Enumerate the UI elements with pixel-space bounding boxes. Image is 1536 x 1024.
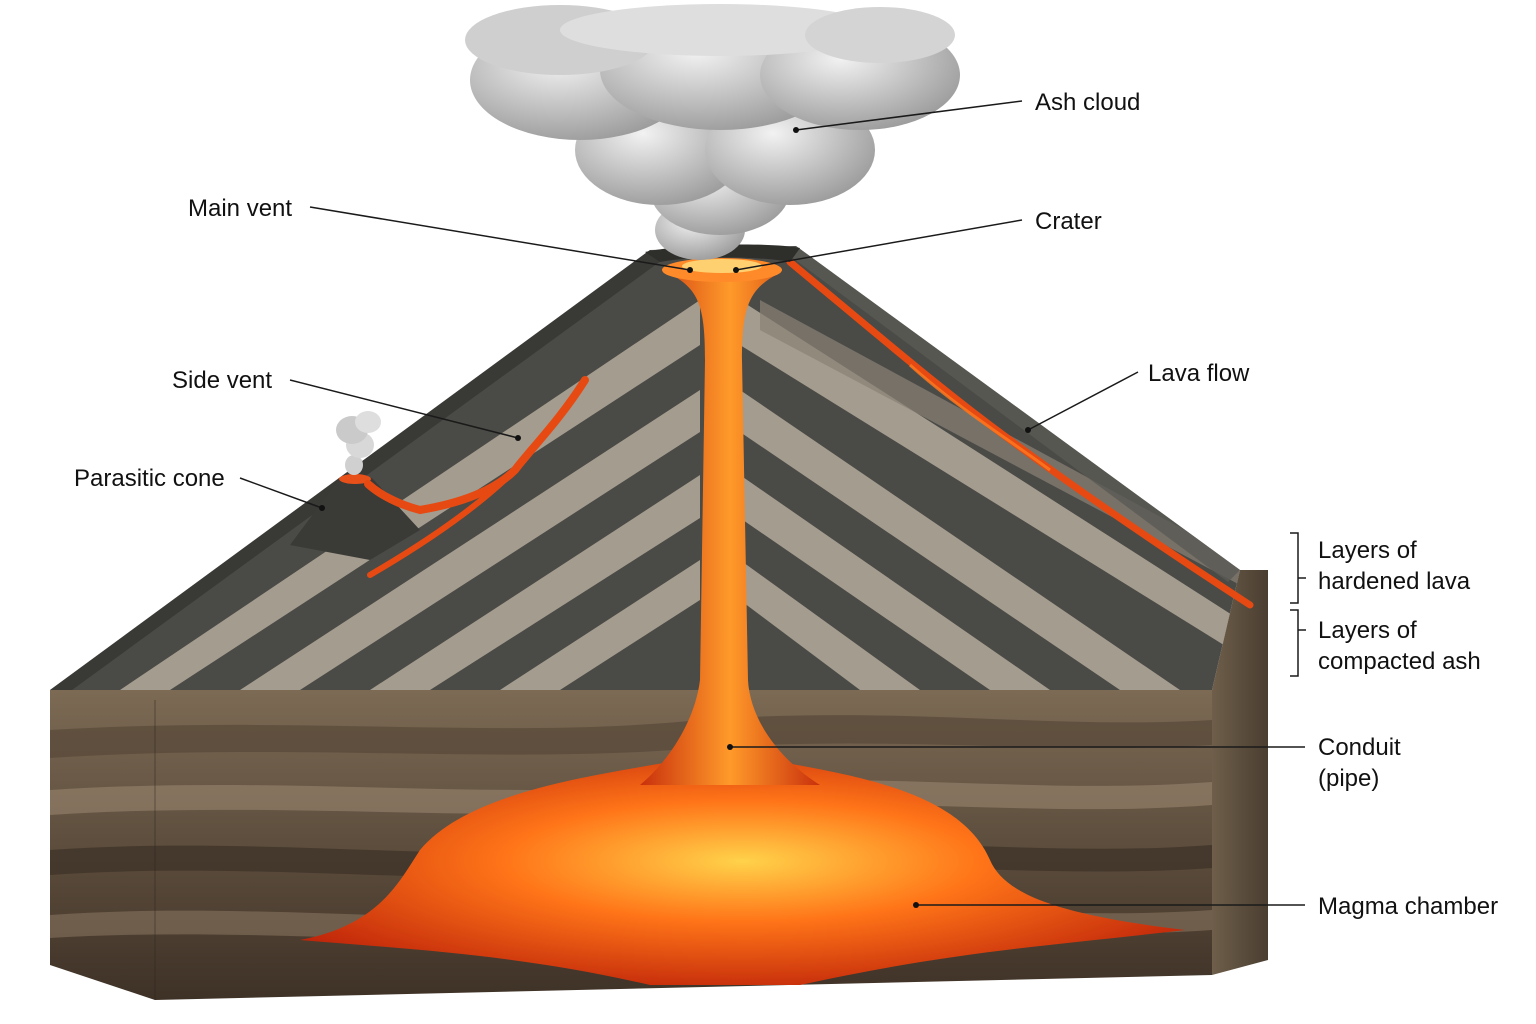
label-layers-ash-line2: compacted ash [1318, 648, 1481, 675]
label-conduit-line2: (pipe) [1318, 765, 1379, 792]
label-magma-chamber: Magma chamber [1318, 893, 1498, 920]
ash-cloud [465, 4, 960, 260]
volcano-cone [50, 246, 1240, 690]
label-side-vent: Side vent [172, 367, 272, 394]
label-layers-lava-line1: Layers of [1318, 537, 1417, 564]
label-conduit-line1: Conduit [1318, 734, 1401, 761]
label-lava-flow: Lava flow [1148, 360, 1250, 387]
label-main-vent: Main vent [188, 195, 292, 222]
label-crater: Crater [1035, 208, 1102, 235]
label-ash-cloud: Ash cloud [1035, 89, 1140, 116]
label-layers-ash-line1: Layers of [1318, 617, 1417, 644]
label-layers-lava-line2: hardened lava [1318, 568, 1471, 595]
label-parasitic-cone: Parasitic cone [74, 465, 225, 492]
